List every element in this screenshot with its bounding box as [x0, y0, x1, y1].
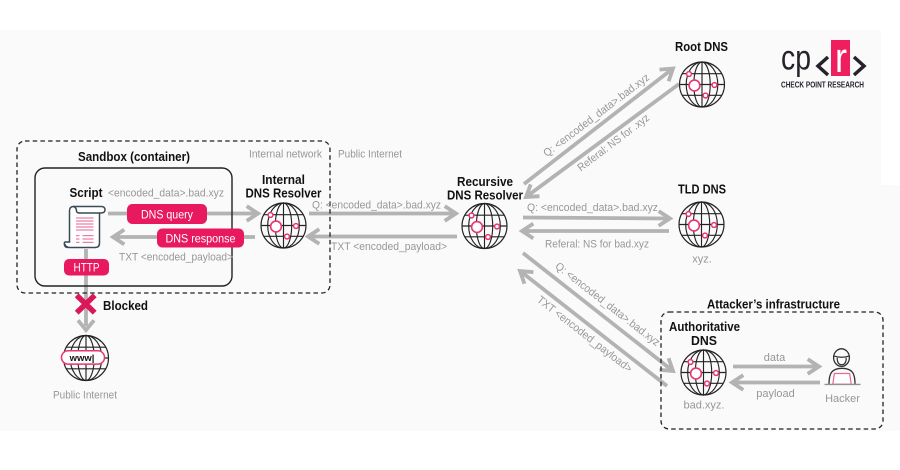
svg-text:Script: Script [70, 185, 104, 200]
svg-text:Internal: Internal [262, 172, 305, 187]
svg-text:DNS query: DNS query [141, 208, 193, 222]
svg-text:DNS: DNS [691, 333, 717, 348]
svg-text:DNS Resolver: DNS Resolver [246, 186, 322, 201]
svg-text:payload: payload [756, 388, 795, 400]
svg-text:TXT <encoded_payload>: TXT <encoded_payload> [119, 252, 233, 264]
svg-text:Public Internet: Public Internet [53, 390, 117, 402]
svg-text:Q: <encoded_data>.bad.xyz: Q: <encoded_data>.bad.xyz [312, 200, 441, 212]
svg-text:Internal network: Internal network [249, 149, 322, 161]
svg-text:data: data [764, 352, 786, 364]
svg-text:Authoritative: Authoritative [669, 319, 740, 334]
svg-text:Public Internet: Public Internet [338, 149, 402, 161]
svg-text:Recursive: Recursive [457, 174, 513, 189]
svg-text:Q: <encoded_data>.bad.xyz: Q: <encoded_data>.bad.xyz [527, 202, 658, 214]
svg-text:www|: www| [69, 353, 95, 364]
svg-text:DNS response: DNS response [166, 232, 236, 246]
svg-text:Root DNS: Root DNS [675, 39, 728, 54]
svg-text:DNS Resolver: DNS Resolver [447, 188, 523, 203]
svg-text:r: r [835, 34, 847, 81]
svg-text:Referal: NS for bad.xyz: Referal: NS for bad.xyz [545, 239, 649, 251]
svg-text:TLD DNS: TLD DNS [678, 182, 726, 197]
svg-text:bad.xyz.: bad.xyz. [684, 400, 725, 412]
svg-text:Sandbox (container): Sandbox (container) [78, 149, 190, 164]
svg-text:cp: cp [781, 39, 811, 78]
svg-text:Attacker’s infrastructure: Attacker’s infrastructure [707, 297, 840, 312]
svg-text:<encoded_data>.bad.xyz: <encoded_data>.bad.xyz [108, 188, 224, 200]
svg-text:CHECK POINT RESEARCH: CHECK POINT RESEARCH [781, 81, 864, 90]
svg-text:Hacker: Hacker [825, 393, 860, 405]
svg-text:xyz.: xyz. [692, 254, 712, 266]
svg-text:HTTP: HTTP [74, 261, 100, 275]
svg-text:Blocked: Blocked [103, 298, 148, 313]
svg-text:TXT <encoded_payload>: TXT <encoded_payload> [331, 241, 447, 253]
